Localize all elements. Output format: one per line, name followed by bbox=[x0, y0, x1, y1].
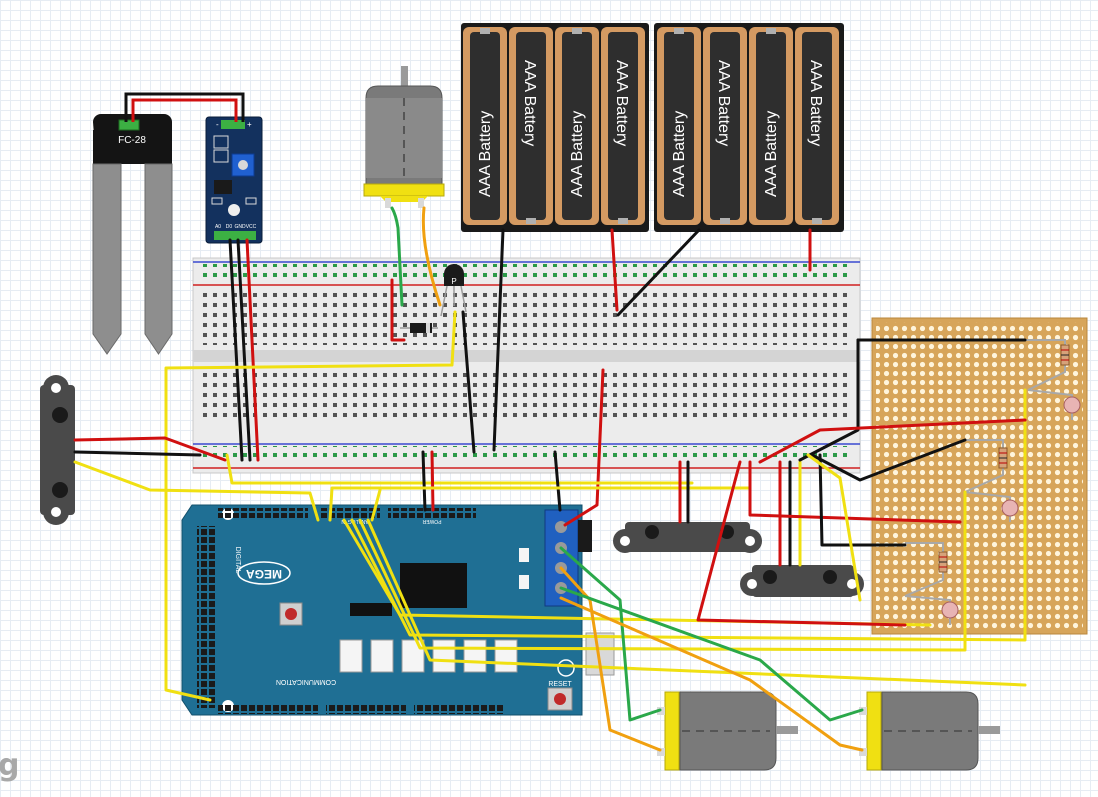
bottom-header-left bbox=[218, 704, 318, 714]
diode bbox=[400, 323, 438, 333]
pin-label-vcc: VCC bbox=[246, 224, 257, 230]
digital-header-top bbox=[218, 508, 308, 518]
battery-label: AAA Battery bbox=[521, 60, 538, 146]
module-pin-labels: A0 D0 GND VCC bbox=[215, 224, 257, 230]
analog-header-1 bbox=[320, 508, 380, 518]
photoresistor bbox=[941, 601, 959, 619]
power-header bbox=[388, 508, 476, 518]
communication-label: COMMUNICATION bbox=[276, 678, 336, 685]
svg-text:+: + bbox=[247, 120, 252, 129]
ir-sensor-middle bbox=[613, 522, 762, 553]
battery-cell: AAA Battery bbox=[601, 27, 645, 225]
dc-motor-bottom-left bbox=[657, 691, 798, 771]
battery-pack-left: AAA Battery AAA Battery AAA Battery AAA … bbox=[461, 23, 649, 232]
photoresistor bbox=[1063, 396, 1081, 414]
soil-moisture-probe: FC-28 bbox=[92, 114, 173, 355]
perfboard bbox=[871, 317, 1088, 635]
digital-label: DIGITAL bbox=[234, 547, 241, 574]
battery-cell: AAA Battery bbox=[463, 27, 507, 225]
battery-cell: AAA Battery bbox=[795, 27, 839, 225]
ir-sensor-right bbox=[740, 565, 864, 597]
reset-label: RESET bbox=[548, 681, 572, 688]
battery-label: AAA Battery bbox=[671, 111, 688, 197]
breadboard bbox=[192, 257, 861, 474]
pin-label-gnd: GND bbox=[234, 224, 246, 230]
analog-label: ANALOG IN bbox=[341, 518, 369, 524]
pin-label-a0: A0 bbox=[215, 224, 221, 230]
arduino-infinity-icon bbox=[557, 659, 575, 677]
reset-button[interactable] bbox=[554, 693, 566, 705]
perfboard-components bbox=[904, 339, 1081, 625]
watermark-text: g bbox=[0, 748, 20, 783]
bottom-header-mid bbox=[326, 704, 406, 714]
battery-label: AAA Battery bbox=[807, 60, 824, 146]
battery-cell: AAA Battery bbox=[703, 27, 747, 225]
svg-text:P: P bbox=[451, 277, 456, 286]
svg-text:-: - bbox=[216, 120, 219, 129]
battery-label: AAA Battery bbox=[569, 111, 586, 197]
probe-label: FC-28 bbox=[118, 135, 146, 146]
wires bbox=[73, 206, 1027, 752]
pin-label-d0: D0 bbox=[226, 224, 233, 230]
bottom-header-right bbox=[414, 704, 504, 714]
battery-pack-right: AAA Battery AAA Battery AAA Battery AAA … bbox=[654, 23, 844, 232]
battery-label: AAA Battery bbox=[715, 60, 732, 146]
ir-sensor-left bbox=[40, 375, 75, 525]
battery-cell: AAA Battery bbox=[749, 27, 793, 225]
photoresistor bbox=[1001, 499, 1019, 517]
battery-label: AAA Battery bbox=[477, 111, 494, 197]
battery-cell: AAA Battery bbox=[657, 27, 701, 225]
dc-motor-bottom-right bbox=[859, 691, 1000, 771]
power-header-label: POWER bbox=[422, 518, 441, 524]
probe-cable bbox=[124, 92, 245, 122]
battery-label: AAA Battery bbox=[613, 60, 630, 146]
microcontroller-chip bbox=[400, 563, 467, 608]
soil-sensor-module: - + A0 D0 GND VCC bbox=[205, 116, 263, 244]
transistor: P bbox=[440, 264, 467, 317]
battery-cell: AAA Battery bbox=[509, 27, 553, 225]
side-header bbox=[197, 526, 215, 708]
mega-logo: MEGA bbox=[246, 567, 282, 581]
battery-label: AAA Battery bbox=[763, 111, 780, 197]
dc-motor-top bbox=[363, 66, 445, 208]
battery-cell: AAA Battery bbox=[555, 27, 599, 225]
onboard-reset-button[interactable] bbox=[285, 608, 297, 620]
